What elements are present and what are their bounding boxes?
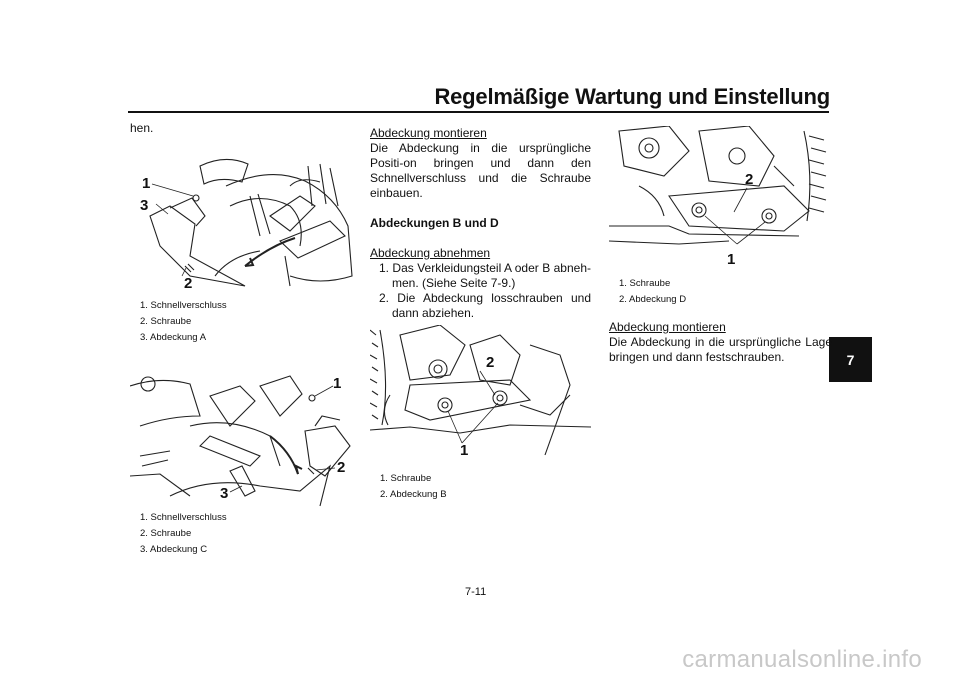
callout-1: 1 [333,375,342,392]
install-heading: Abdeckung montieren [370,126,487,140]
page-title: Regelmäßige Wartung und Einstellung [434,84,830,109]
figure-cover-b: 2 1 [370,325,591,465]
callout-2: 2 [337,459,346,476]
legend-cover-d: 1. Schraube 2. Abdeckung D [609,276,832,308]
callout-3: 3 [220,485,229,502]
callout-1: 1 [727,251,736,268]
intro-text: hen. [130,121,154,135]
step-item: 2. Die Abdeckung losschrauben und dann a… [379,291,591,320]
callout-2: 2 [745,171,754,188]
callout-2: 2 [486,354,495,371]
legend-item: 2. Schraube [140,316,192,327]
legend-item: 1. Schraube [619,278,671,289]
legend-item: 1. Schnellverschluss [140,300,227,311]
figure-cover-a: 1 3 2 [130,146,355,294]
legend-cover-b: 1. Schraube 2. Abdeckung B [370,471,591,503]
illustration-cover-c [130,375,351,507]
header-rule [128,111,829,113]
legend-item: 1. Schnellverschluss [140,512,227,523]
step-item: 1. Das Verkleidungsteil A oder B abneh-m… [379,261,591,290]
watermark: carmanualsonline.info [682,646,922,673]
install-text: Die Abdeckung in die ursprüngliche Posit… [370,141,591,200]
illustration-cover-a [149,158,353,287]
illustration-cover-b [370,325,591,456]
legend-item: 2. Abdeckung B [380,489,447,500]
column-1: hen. [130,121,355,558]
column-2: Abdeckung montieren Die Abdeckung in die… [370,126,591,503]
column-3: 2 1 1. Schraube 2. Abdeckung D Abdeckung… [609,126,832,365]
legend-item: 2. Schraube [140,528,192,539]
legend-item: 1. Schraube [380,473,432,484]
page-number: 7-11 [465,586,487,598]
figure-cover-d: 2 1 [609,126,832,270]
callout-1: 1 [460,442,469,459]
section-heading-bd: Abdeckungen B und D [370,216,499,230]
figure-cover-c: 1 2 3 [130,356,355,508]
callout-1: 1 [142,175,151,192]
legend-cover-c: 1. Schnellverschluss 2. Schraube 3. Abde… [130,510,355,558]
legend-item: 2. Abdeckung D [619,294,687,305]
legend-item: 3. Abdeckung A [140,332,207,343]
chapter-tab: 7 [829,337,872,382]
remove-heading: Abdeckung abnehmen [370,246,491,260]
callout-2: 2 [184,275,193,292]
legend-cover-a: 1. Schnellverschluss 2. Schraube 3. Abde… [130,298,355,346]
install-heading: Abdeckung montieren [609,320,726,334]
install-text: Die Abdeckung in die ursprüngliche Lage … [609,335,832,364]
callout-3: 3 [140,197,149,214]
legend-item: 3. Abdeckung C [140,544,208,555]
removal-steps: 1. Das Verkleidungsteil A oder B abneh-m… [370,261,591,321]
illustration-cover-d [609,126,827,245]
